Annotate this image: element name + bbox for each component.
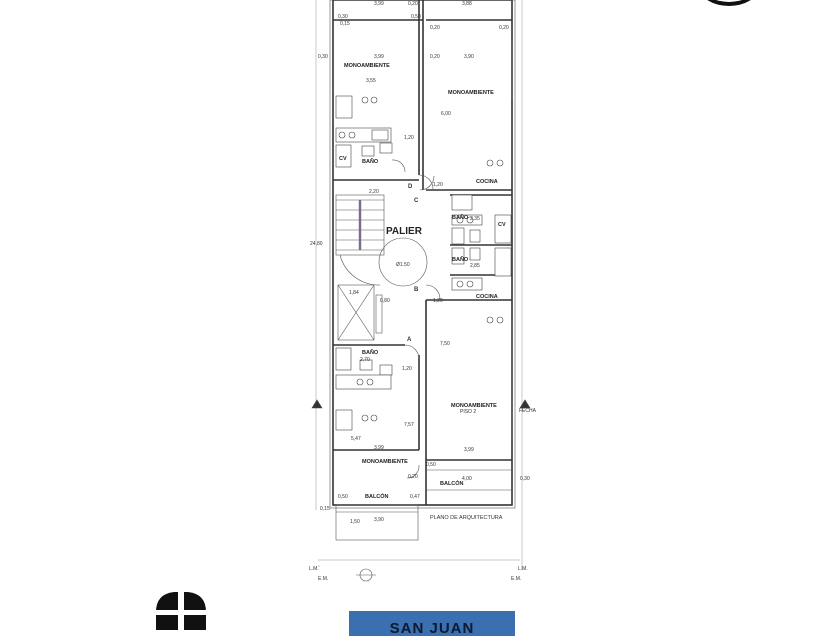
dim: 0,50 <box>338 494 348 500</box>
dim: 0,15 <box>320 506 330 512</box>
dim: 0,20 <box>430 54 440 60</box>
dim: 0,50 <box>426 462 436 468</box>
room-label-cocina-2: COCINA <box>476 294 498 300</box>
dim: 0,20 <box>408 1 418 7</box>
room-label-mono-top-right: MONOAMBIENTE <box>448 90 494 96</box>
dim: 0,30 <box>520 476 530 482</box>
dim: 0,20 <box>430 25 440 31</box>
dim: 1,50 <box>350 519 360 525</box>
dim: 3,88 <box>462 1 472 7</box>
dim: 0,30 <box>338 14 348 20</box>
dim: 0,20 <box>408 474 418 480</box>
room-label-mono-bottom-left: MONOAMBIENTE <box>362 459 408 465</box>
palier-label: PALIER <box>386 226 423 237</box>
dim: 3,99 <box>464 447 474 453</box>
dim: 3,99 <box>374 445 384 451</box>
dim: 2,85 <box>470 263 480 269</box>
section-a-label: A <box>315 403 319 409</box>
dim: 0,20 <box>499 25 509 31</box>
room-label-cv-2: CV <box>498 222 506 228</box>
dim: 1,84 <box>349 290 359 296</box>
dim: 3,90 <box>374 517 384 523</box>
location-banner-text: SAN JUAN <box>389 620 475 637</box>
fecha-label: FECHA <box>519 408 537 414</box>
dim: 5,47 <box>351 436 361 442</box>
em-left: E.M. <box>318 576 328 582</box>
palier-diameter: Ø1.50 <box>396 262 410 268</box>
dim: 3,90 <box>464 54 474 60</box>
dim: 1,20 <box>433 182 443 188</box>
dim: 1,20 <box>404 135 414 141</box>
dim: 2,35 <box>470 216 480 222</box>
door-marker-c: C <box>414 198 419 204</box>
room-label-bano-3: BAÑO <box>452 256 469 263</box>
company-logo-icon <box>152 592 210 630</box>
dim: 6,00 <box>441 111 451 117</box>
dim: 0,30 <box>318 54 328 60</box>
room-label-bano-2: BAÑO <box>452 214 469 221</box>
dim: 3,99 <box>374 54 384 60</box>
em-right: E.M. <box>511 576 521 582</box>
plan-title: PLANO DE ARQUITECTURA <box>430 515 503 521</box>
dim: 1,20 <box>402 366 412 372</box>
dim: 7,57 <box>404 422 414 428</box>
dim: 3,55 <box>366 78 376 84</box>
door-marker-d: D <box>408 184 413 190</box>
lm-left: L.M. <box>309 566 319 572</box>
room-label-mono-top-left: MONOAMBIENTE <box>344 63 390 69</box>
room-label-balcon-left: BALCÓN <box>365 492 389 500</box>
dim: 0,50 <box>411 14 421 20</box>
room-label-mono-bottom-right: MONOAMBIENTE <box>451 403 497 409</box>
dim: 0,47 <box>410 494 420 500</box>
room-label-bano-4: BAÑO <box>362 349 379 356</box>
dim: 3,99 <box>374 1 384 7</box>
dim: 2,20 <box>369 189 379 195</box>
building-outline <box>332 0 513 506</box>
room-label-cv-1: CV <box>339 156 347 162</box>
dim: 0,80 <box>380 298 390 304</box>
dim: 24,80 <box>310 241 323 247</box>
dim: 4,00 <box>462 476 472 482</box>
dim: 0,15 <box>340 21 350 27</box>
dim: 1,20 <box>433 298 443 304</box>
room-label-bano-1: BAÑO <box>362 158 379 165</box>
location-banner: SAN JUAN <box>349 611 515 637</box>
dim: 7,50 <box>440 341 450 347</box>
lm-right: L.M. <box>518 566 528 572</box>
door-marker-b: B <box>414 287 419 293</box>
door-marker-a: A <box>407 337 412 343</box>
room-label-cocina-1: COCINA <box>476 179 498 185</box>
room-label-balcon-right: BALCÓN <box>440 479 464 487</box>
room-label-piso: PISO 2 <box>460 409 476 415</box>
dim: 2,70 <box>360 357 370 363</box>
